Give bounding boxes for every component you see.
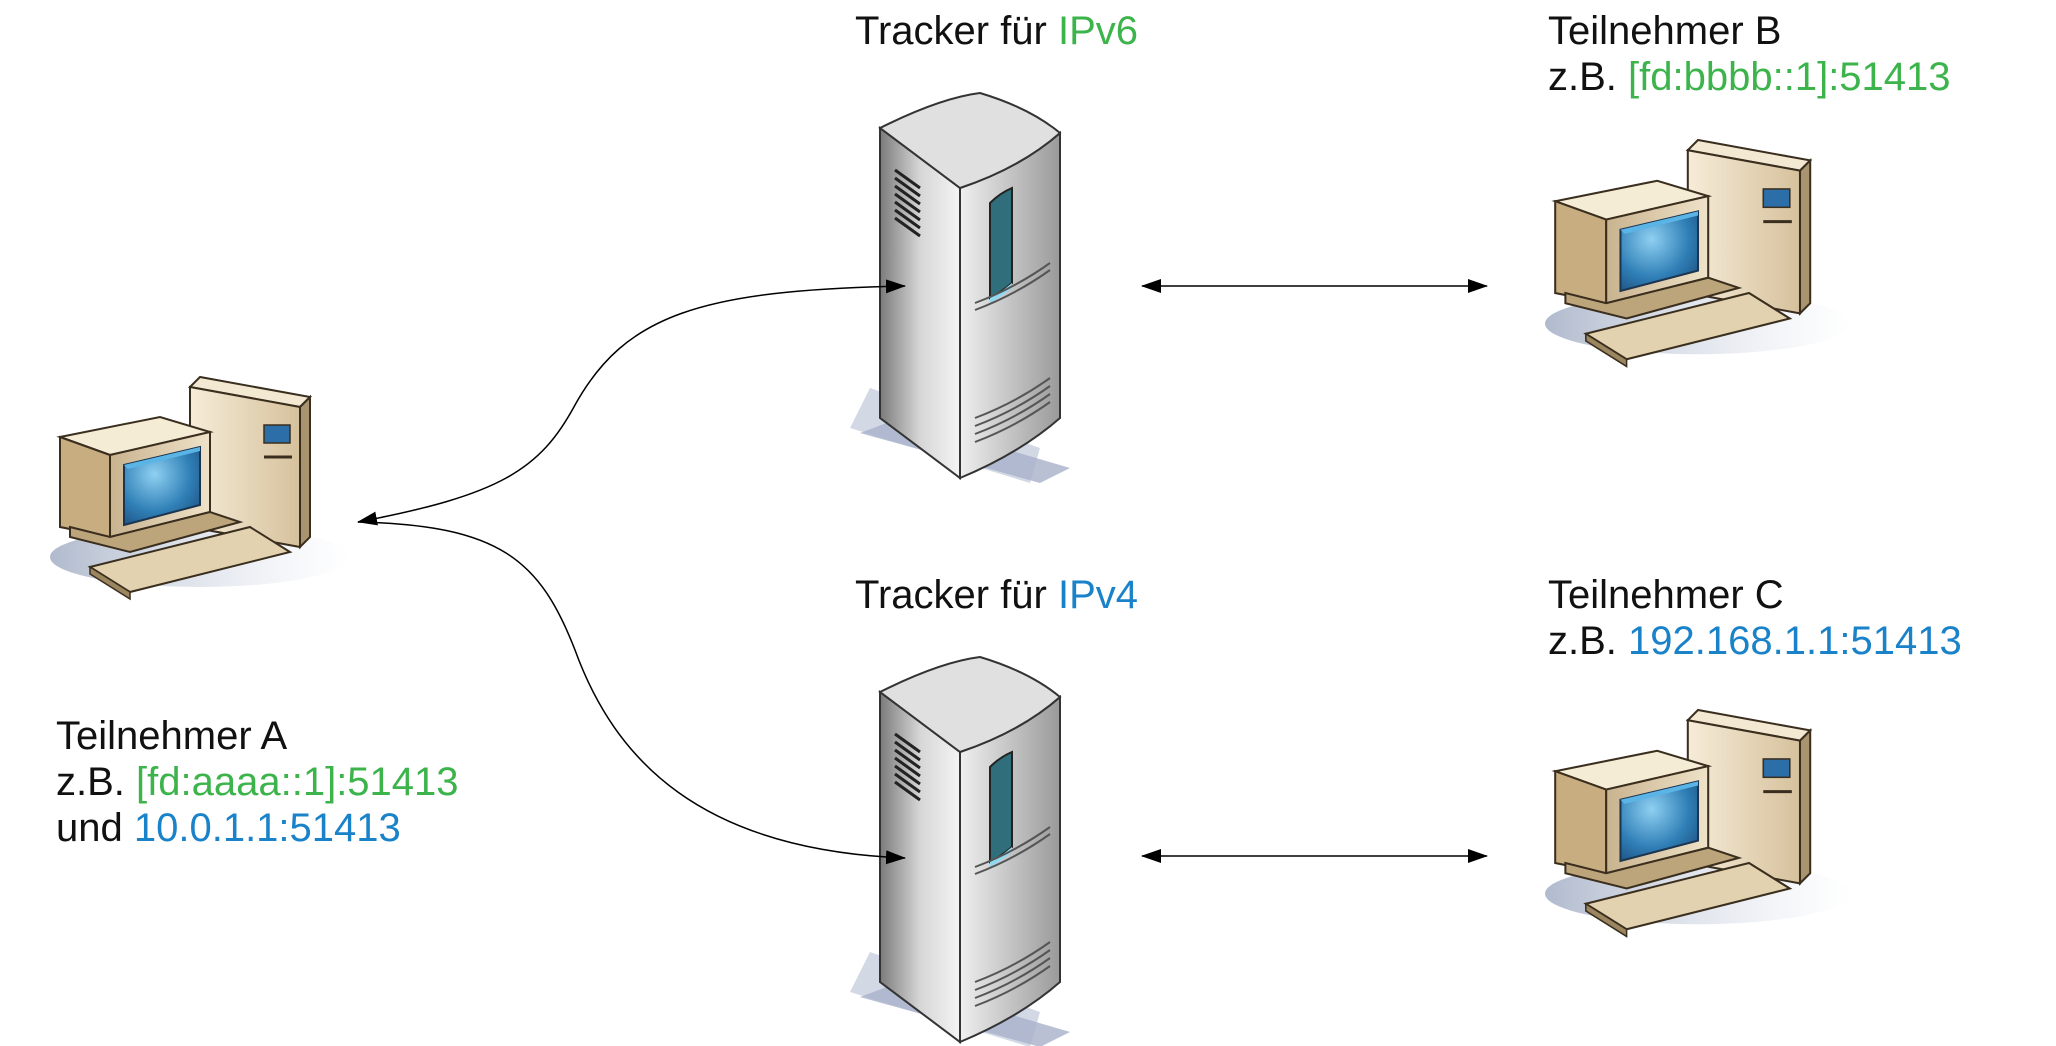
server-tower-icon-ipv4 [848, 655, 1072, 1046]
tracker-ipv6-label: Tracker für IPv6 [855, 8, 1138, 54]
participant-b-label: Teilnehmer B z.B. [fd:bbbb::1]:51413 [1548, 8, 1951, 100]
tracker-ipv4-label: Tracker für IPv4 [855, 572, 1138, 618]
participant-c-name: Teilnehmer C [1548, 573, 1784, 617]
participant-a-ipv4-line: und 10.0.1.1:51413 [56, 805, 459, 851]
participant-b-example-prefix: z.B. [1548, 55, 1629, 99]
tracker-ipv6-protocol: IPv6 [1058, 9, 1139, 53]
participant-c-address-line: z.B. 192.168.1.1:51413 [1548, 618, 1962, 664]
participant-a-name: Teilnehmer A [56, 714, 288, 758]
connection-a-to-ipv6-tracker [357, 279, 906, 526]
participant-a-example-prefix: z.B. [56, 760, 137, 804]
participant-b-ipv6-address: [fd:bbbb::1]:51413 [1628, 55, 1951, 99]
participant-c-label: Teilnehmer C z.B. 192.168.1.1:51413 [1548, 572, 1962, 664]
participant-a-ipv4-address: 10.0.1.1:51413 [133, 806, 401, 850]
tracker-ipv6-prefix: Tracker für [855, 9, 1058, 53]
tracker-ipv4-protocol: IPv4 [1058, 573, 1139, 617]
desktop-computer-icon-b [1543, 138, 1853, 368]
desktop-computer-icon-c [1543, 708, 1853, 938]
server-tower-icon-ipv6 [848, 91, 1072, 485]
participant-b-address-line: z.B. [fd:bbbb::1]:51413 [1548, 54, 1951, 100]
participant-a-joiner: und [56, 806, 134, 850]
participant-b-name: Teilnehmer B [1548, 9, 1782, 53]
participant-a-ipv6-line: z.B. [fd:aaaa::1]:51413 [56, 759, 459, 805]
participant-a-ipv6-address: [fd:aaaa::1]:51413 [136, 760, 459, 804]
participant-c-ipv4-address: 192.168.1.1:51413 [1628, 619, 1962, 663]
participant-a-label: Teilnehmer A z.B. [fd:aaaa::1]:51413 und… [56, 713, 459, 851]
connection-a-to-ipv4-tracker [357, 521, 906, 865]
tracker-ipv4-prefix: Tracker für [855, 573, 1058, 617]
desktop-computer-icon-a [48, 375, 352, 601]
participant-c-example-prefix: z.B. [1548, 619, 1629, 663]
